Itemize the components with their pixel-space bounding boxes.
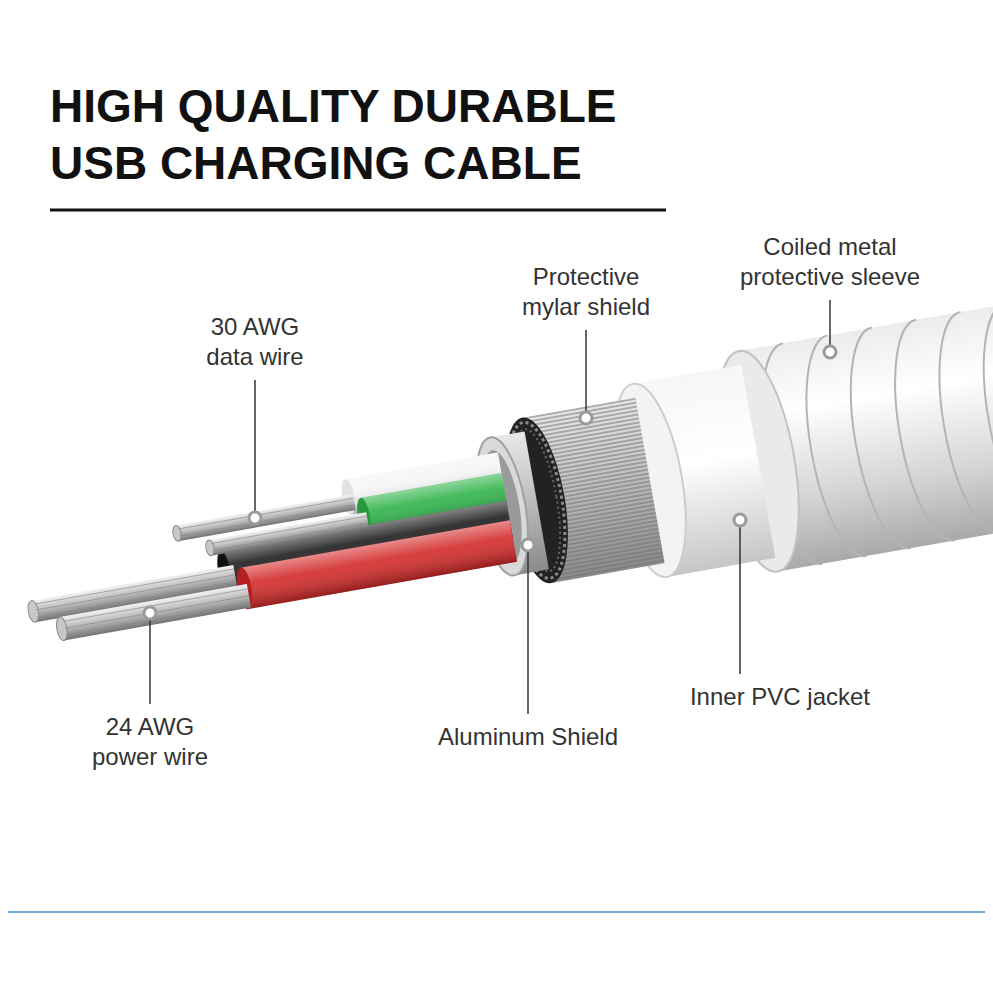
leader-dot: [522, 539, 534, 551]
leader-dot: [580, 412, 592, 424]
leader-line: [149, 620, 151, 704]
leader-line: [585, 330, 587, 411]
leader-dot: [734, 514, 746, 526]
callout-label: Aluminum Shield: [408, 722, 648, 752]
leader-dot: [824, 346, 836, 358]
bottom-rule: [8, 911, 985, 913]
conductors: [18, 492, 379, 645]
leader-line: [254, 380, 256, 511]
leader-line: [739, 527, 741, 674]
leader-lines: [150, 300, 830, 714]
callout-label: Coiled metal protective sleeve: [725, 232, 935, 292]
strand-lines: [27, 496, 379, 639]
leader-dot: [249, 512, 261, 524]
conductor-end: [172, 525, 183, 542]
leader-dots: [144, 346, 836, 619]
callout-label: 30 AWG data wire: [185, 312, 325, 372]
title-text: HIGH QUALITY DURABLE USB CHARGING CABLE: [50, 78, 680, 192]
insulated-wires: [206, 452, 517, 613]
power-conductor: [60, 584, 251, 641]
callout-label: Protective mylar shield: [501, 262, 671, 322]
leader-line: [829, 300, 831, 345]
conductor-end: [55, 616, 69, 641]
cable: [5, 282, 993, 701]
conductor-end: [205, 539, 216, 556]
callout-label: 24 AWG power wire: [70, 712, 230, 772]
data-conductor: [209, 512, 369, 556]
callout-label: Inner PVC jacket: [660, 682, 900, 712]
leader-dot: [144, 607, 156, 619]
leader-line: [527, 552, 529, 714]
title-rule: [50, 209, 666, 212]
